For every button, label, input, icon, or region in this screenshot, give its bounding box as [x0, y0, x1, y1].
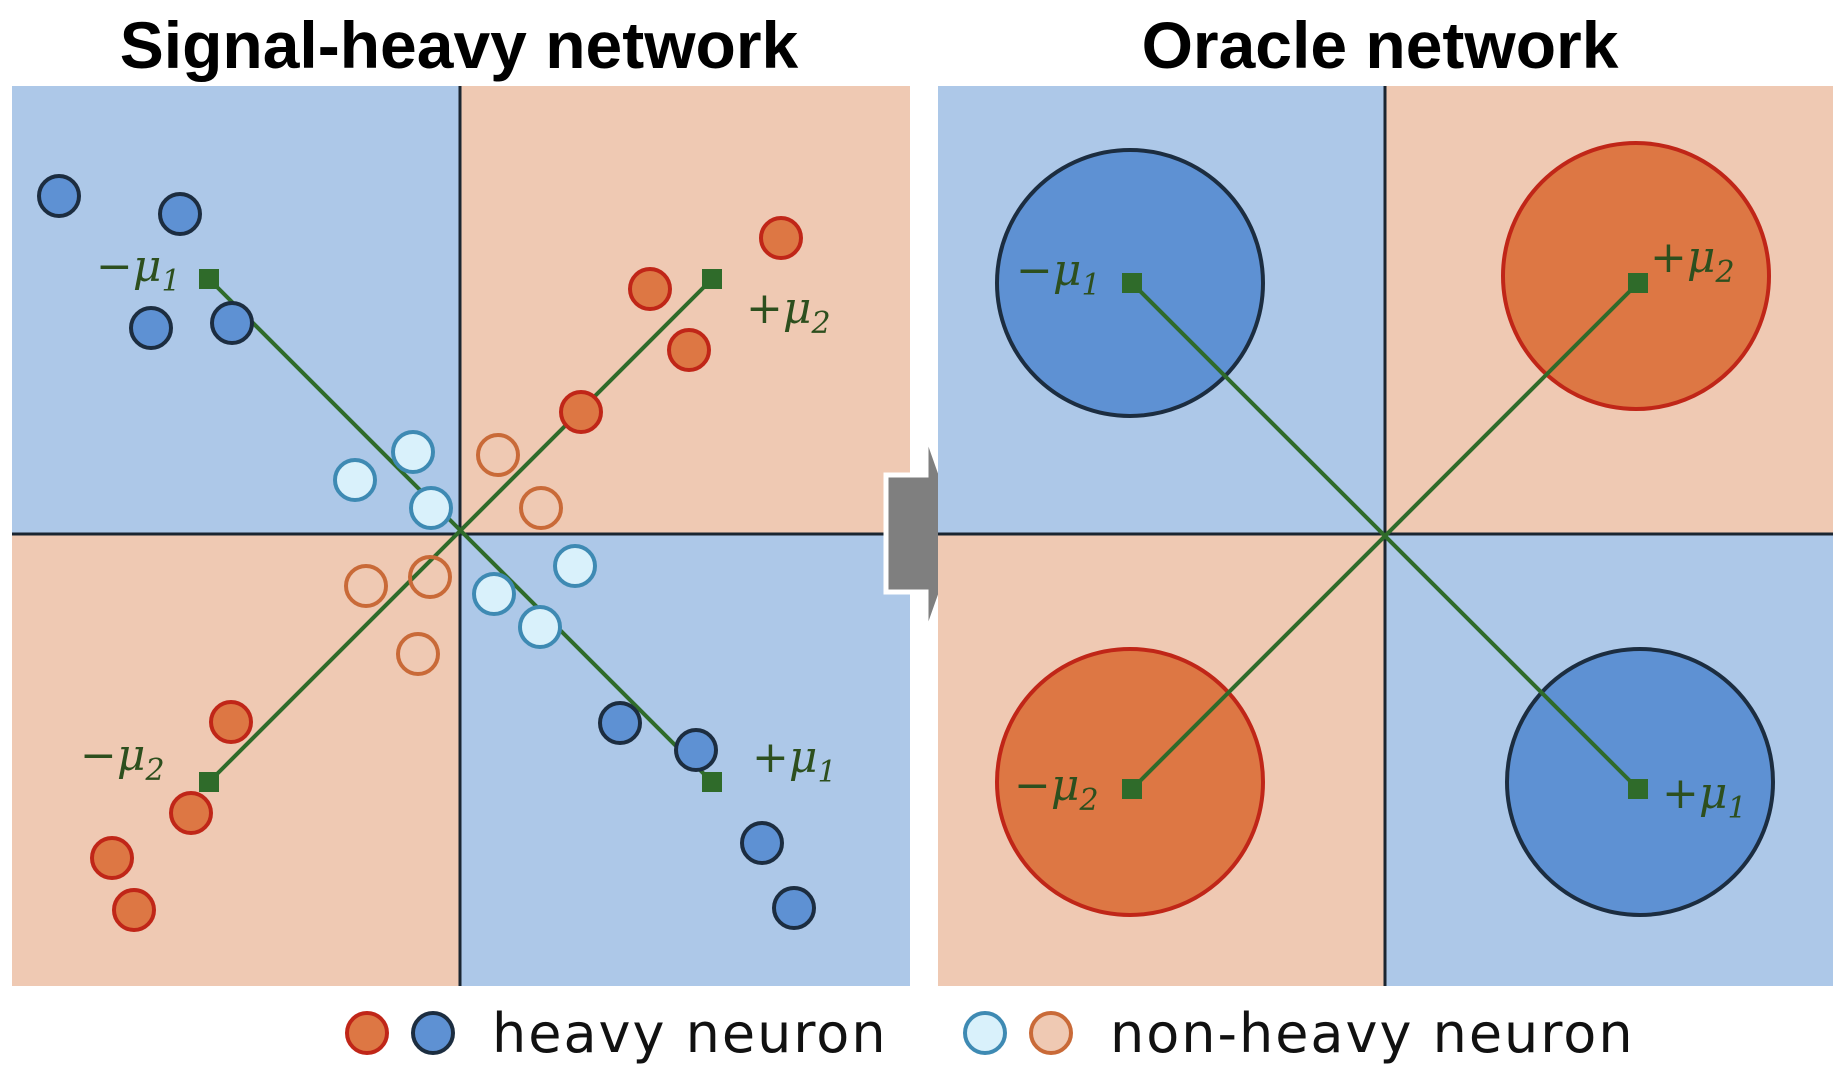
right-label-plus-mu2: +μ2 — [1650, 232, 1735, 290]
green-square-marker-icon — [1122, 779, 1142, 799]
right-panel-title: Oracle network — [1142, 8, 1619, 82]
heavy-neuron — [209, 700, 253, 744]
left-panel: −μ1 +μ2 −μ2 +μ1 — [12, 86, 910, 986]
nonheavy-neuron — [408, 555, 452, 599]
left-region-bottom-left — [12, 534, 460, 986]
nonheavy-neuron — [553, 544, 597, 588]
heavy-neuron — [90, 836, 134, 880]
nonheavy-neuron — [396, 632, 440, 676]
heavy-neuron — [674, 728, 718, 772]
green-square-marker-icon — [702, 772, 722, 792]
left-label-plus-mu1: +μ1 — [752, 732, 837, 790]
nonheavy-neuron — [476, 433, 520, 477]
left-heavy-blue-group — [37, 174, 816, 930]
left-heavy-red-group — [90, 216, 803, 932]
right-label-plus-mu1: +μ1 — [1662, 768, 1747, 826]
green-square-marker-icon — [1628, 779, 1648, 799]
heavy-neuron — [559, 390, 603, 434]
nonheavy-neuron — [519, 486, 563, 530]
left-region-top-right — [460, 86, 910, 534]
left-nonheavy-blue-group — [333, 430, 597, 649]
right-mu-markers — [1122, 273, 1648, 799]
right-panel: −μ1 +μ2 −μ2 +μ1 — [938, 86, 1833, 986]
heavy-neuron — [37, 174, 81, 218]
left-label-minus-mu2: −μ2 — [80, 730, 165, 788]
legend-nonheavy-orange-swatch — [1029, 1011, 1073, 1055]
green-square-marker-icon — [199, 772, 219, 792]
left-label-plus-mu2: +μ2 — [746, 283, 831, 341]
left-panel-title: Signal-heavy network — [120, 8, 799, 82]
heavy-neuron — [129, 306, 173, 350]
green-square-marker-icon — [702, 269, 722, 289]
left-mu-markers — [199, 269, 722, 792]
heavy-neuron — [598, 701, 642, 745]
nonheavy-neuron — [472, 572, 516, 616]
nonheavy-neuron — [409, 486, 453, 530]
legend-heavy-blue-swatch — [411, 1011, 455, 1055]
heavy-neuron — [667, 328, 711, 372]
right-label-minus-mu1: −μ1 — [1016, 245, 1101, 303]
nonheavy-neuron — [518, 605, 562, 649]
nonheavy-neuron — [333, 458, 377, 502]
left-label-minus-mu1: −μ1 — [96, 241, 181, 299]
right-label-minus-mu2: −μ2 — [1014, 760, 1099, 818]
heavy-neuron — [772, 886, 816, 930]
heavy-neuron — [169, 791, 213, 835]
heavy-neuron — [158, 192, 202, 236]
heavy-neuron — [628, 267, 672, 311]
legend-heavy-red-swatch — [345, 1011, 389, 1055]
green-square-marker-icon — [1122, 273, 1142, 293]
nonheavy-neuron — [391, 430, 435, 474]
left-nonheavy-orange-group — [344, 433, 563, 676]
green-square-marker-icon — [199, 269, 219, 289]
heavy-neuron — [112, 888, 156, 932]
nonheavy-neuron — [344, 564, 388, 608]
right-mu2-line — [1130, 281, 1640, 791]
legend-nonheavy-blue-swatch — [963, 1011, 1007, 1055]
legend: heavy neuron non-heavy neuron — [345, 1002, 1635, 1065]
heavy-neuron — [210, 301, 254, 345]
heavy-neuron — [759, 216, 803, 260]
green-square-marker-icon — [1628, 273, 1648, 293]
left-mu2-line — [207, 277, 714, 784]
legend-nonheavy-label: non-heavy neuron — [1110, 1002, 1635, 1065]
heavy-neuron — [740, 821, 784, 865]
legend-heavy-label: heavy neuron — [492, 1002, 888, 1065]
